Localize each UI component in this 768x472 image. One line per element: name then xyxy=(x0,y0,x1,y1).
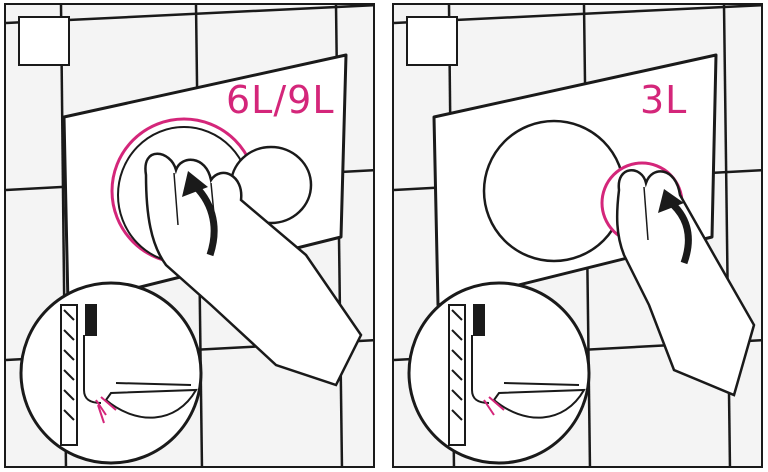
instruction-panel-half-flush: 3L xyxy=(392,3,763,468)
toilet-diagram xyxy=(60,304,198,446)
step-number-box xyxy=(406,16,458,66)
water-spray xyxy=(95,396,117,424)
instruction-panel-full-flush: 6L/9L xyxy=(4,3,375,468)
water-spray xyxy=(483,396,505,416)
hand xyxy=(615,169,756,397)
volume-label-full: 6L/9L xyxy=(226,78,335,122)
half-flush-illustration xyxy=(394,5,761,466)
toilet-inset xyxy=(407,281,591,465)
volume-label-half: 3L xyxy=(640,78,688,122)
full-flush-illustration xyxy=(6,5,373,466)
hand xyxy=(144,152,363,387)
toilet-diagram xyxy=(448,304,586,446)
step-number-box xyxy=(18,16,70,66)
toilet-inset xyxy=(19,281,203,465)
